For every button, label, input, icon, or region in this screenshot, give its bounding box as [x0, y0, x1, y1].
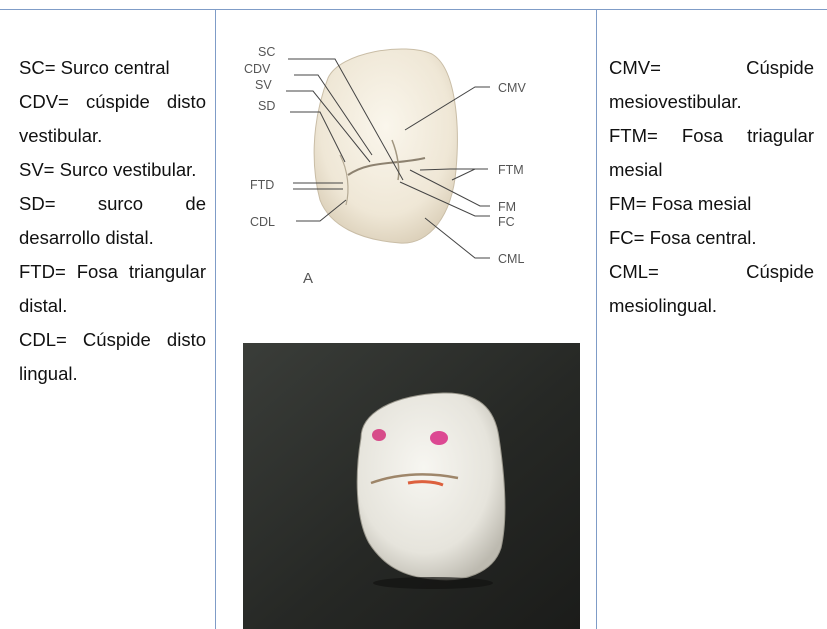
diagram-label-fm: FM	[498, 200, 516, 214]
tooth-model	[357, 393, 505, 580]
right-legend-column: CMV= Cúspide mesiovestibular. FTM= Fosa …	[609, 51, 814, 323]
diagram-label-sv: SV	[255, 78, 272, 92]
tooth-shadow	[373, 577, 493, 589]
pink-marker-dot-right	[430, 431, 448, 445]
tooth-anatomy-diagram: SC CDV SV SD FTD CDL CMV FTM FM FC CML A	[220, 30, 590, 300]
legend-item-ftm: FTM= Fosa triagular mesial	[609, 119, 814, 187]
legend-item-sv: SV= Surco vestibular.	[19, 153, 206, 187]
left-legend-column: SC= Surco central CDV= cúspide disto ves…	[19, 51, 206, 391]
table-top-border	[0, 9, 827, 10]
legend-item-fm: FM= Fosa mesial	[609, 187, 814, 221]
tooth-model-photo	[243, 343, 580, 629]
legend-item-cdv: CDV= cúspide disto vestibular.	[19, 85, 206, 153]
pink-marker-dot-left	[372, 429, 386, 441]
legend-item-sc: SC= Surco central	[19, 51, 206, 85]
legend-item-sd: SD= surco de desarrollo distal.	[19, 187, 206, 255]
diagram-label-ftd: FTD	[250, 178, 274, 192]
tooth-outline	[314, 49, 457, 243]
table-column-divider-right	[596, 9, 597, 629]
diagram-label-cmv: CMV	[498, 81, 526, 95]
table-column-divider-left	[215, 9, 216, 629]
legend-item-cdl: CDL= Cúspide disto lingual.	[19, 323, 206, 391]
diagram-label-ftm: FTM	[498, 163, 524, 177]
diagram-label-sc: SC	[258, 45, 275, 59]
diagram-label-fc: FC	[498, 215, 515, 229]
diagram-label-cdl: CDL	[250, 215, 275, 229]
diagram-label-sd: SD	[258, 99, 275, 113]
diagram-label-cml: CML	[498, 252, 524, 266]
legend-item-cml: CML= Cúspide mesiolingual.	[609, 255, 814, 323]
legend-item-fc: FC= Fosa central.	[609, 221, 814, 255]
legend-item-cmv: CMV= Cúspide mesiovestibular.	[609, 51, 814, 119]
legend-item-ftd: FTD= Fosa triangular distal.	[19, 255, 206, 323]
diagram-panel-letter: A	[303, 270, 313, 287]
diagram-label-cdv: CDV	[244, 62, 271, 76]
